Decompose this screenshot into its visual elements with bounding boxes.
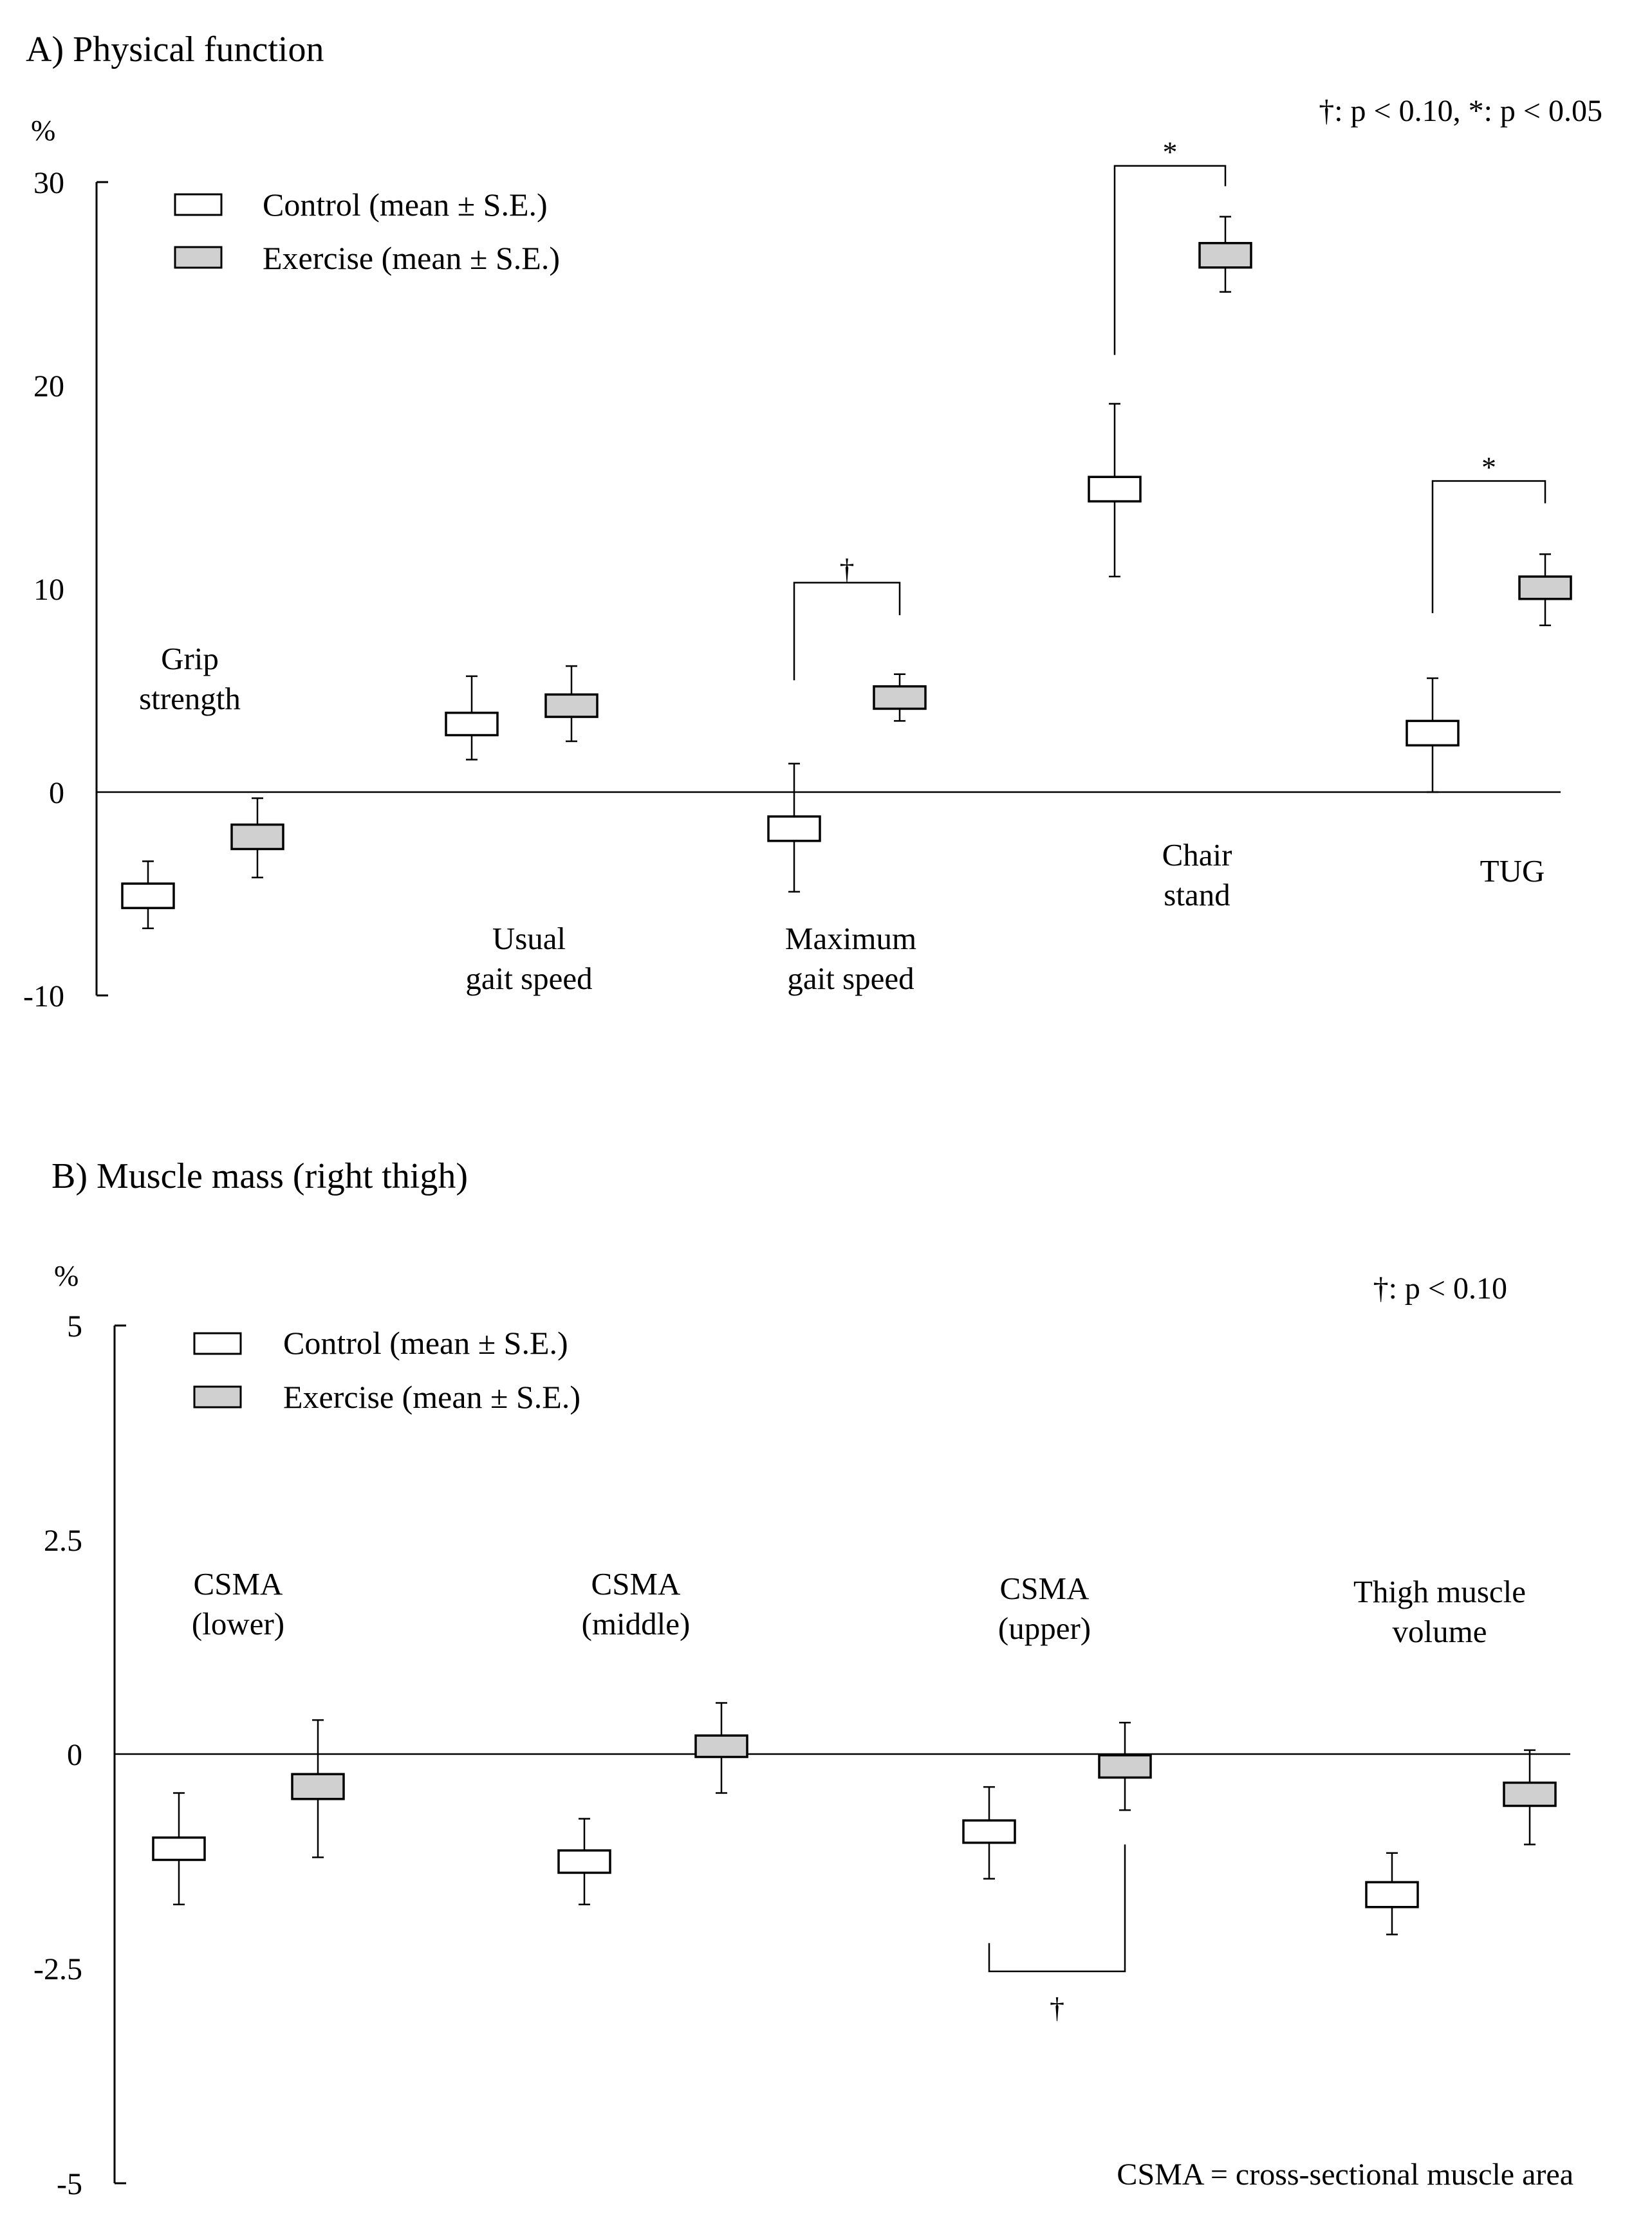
mean-box (873, 685, 927, 710)
panel-b-title: B) Muscle mass (right thigh) (51, 1156, 468, 1196)
bracket-line (1431, 480, 1546, 613)
mean-box (152, 1836, 206, 1862)
control-box-3 (1088, 403, 1142, 578)
y-tick-label: -10 (23, 979, 64, 1013)
panel-b-y-unit: % (54, 1259, 79, 1292)
panel-b-significance-note: †: p < 0.10 (1373, 1271, 1507, 1306)
mean-box (1503, 1781, 1557, 1807)
significance-bracket: † (793, 552, 901, 681)
panel-b-legend: Control (mean ± S.E.) Exercise (mean ± S… (193, 1325, 580, 1415)
exercise-box-4 (1518, 553, 1572, 627)
control-box-2 (962, 1786, 1016, 1880)
y-tick-label: 30 (33, 166, 64, 200)
y-tick-label: 20 (33, 369, 64, 403)
exercise-box-3 (1198, 216, 1252, 293)
significance-marker: * (1481, 450, 1496, 483)
csma-definition-note: CSMA = cross-sectional muscle area (1117, 2158, 1573, 2192)
panel-a: A) Physical function % †: p < 0.10, *: p… (23, 30, 1602, 1013)
y-tick-label: 2.5 (44, 1524, 82, 1558)
legend-swatch-control (193, 1332, 242, 1355)
y-tick-label: 10 (33, 573, 64, 607)
exercise-box-3 (1503, 1749, 1557, 1845)
control-box-1 (445, 675, 499, 761)
category-label: TUG (1480, 853, 1545, 889)
mean-box (1098, 1754, 1152, 1779)
significance-bracket: * (1113, 136, 1227, 355)
panel-b-category-labels: CSMA(lower) CSMA(middle) CSMA(upper) Thigh … (192, 1566, 1526, 1649)
exercise-box-0 (230, 797, 284, 878)
category-label: CSMA(middle) (582, 1566, 691, 1641)
bracket-line (988, 1844, 1126, 1972)
mean-box (1518, 575, 1572, 600)
panel-b-y-axis: 5 2.5 0 -2.5 -5 (33, 1309, 126, 2201)
control-box-1 (557, 1818, 611, 1906)
bracket-line (793, 582, 901, 681)
mean-box (767, 815, 821, 842)
exercise-box-2 (873, 673, 927, 722)
panel-a-significance: † * * (793, 136, 1546, 681)
panel-a-y-unit: % (31, 114, 55, 147)
panel-a-significance-note: †: p < 0.10, *: p < 0.05 (1319, 94, 1602, 128)
control-box-4 (1406, 677, 1460, 793)
exercise-box-2 (1098, 1721, 1152, 1811)
control-box-0 (121, 860, 175, 929)
mean-box (230, 823, 284, 851)
panel-b-significance: † (988, 1844, 1126, 2024)
mean-box (291, 1773, 345, 1800)
panel-b: B) Muscle mass (right thigh) % †: p < 0.… (33, 1156, 1573, 2201)
significance-marker: † (1050, 1992, 1064, 2024)
mean-box (557, 1849, 611, 1874)
legend-label-control: Control (mean ± S.E.) (263, 187, 548, 223)
significance-bracket: * (1431, 450, 1546, 613)
legend-swatch-exercise (174, 246, 223, 269)
exercise-box-1 (694, 1702, 748, 1794)
significance-bracket: † (988, 1844, 1126, 2024)
mean-box (544, 693, 599, 718)
legend-label-exercise: Exercise (mean ± S.E.) (263, 240, 560, 276)
panel-a-title: A) Physical function (26, 30, 324, 69)
y-tick-label: -2.5 (33, 1952, 82, 1986)
control-box-2 (767, 762, 821, 893)
legend-swatch-exercise (193, 1385, 242, 1409)
y-tick-label: 0 (67, 1738, 82, 1772)
mean-box (1406, 719, 1460, 747)
y-tick-label: -5 (57, 2167, 82, 2201)
significance-marker: * (1163, 136, 1178, 169)
panel-a-marks (121, 216, 1572, 929)
mean-box (445, 712, 499, 737)
mean-box (694, 1734, 748, 1759)
y-tick-label: 0 (49, 776, 64, 810)
bracket-line (1113, 165, 1227, 355)
mean-box (1198, 242, 1252, 269)
significance-marker: † (840, 552, 855, 585)
legend-label-exercise: Exercise (mean ± S.E.) (283, 1379, 580, 1415)
panel-a-y-axis: 30 20 10 0 -10 (23, 166, 108, 1013)
category-label: CSMA(lower) (192, 1566, 284, 1641)
exercise-box-1 (544, 665, 599, 743)
mean-box (1365, 1881, 1419, 1908)
category-label: CSMA(upper) (998, 1571, 1091, 1646)
panel-b-marks (152, 1702, 1557, 1936)
legend-label-control: Control (mean ± S.E.) (283, 1325, 568, 1361)
panel-a-legend: Control (mean ± S.E.) Exercise (mean ± S… (174, 187, 560, 276)
control-box-3 (1365, 1852, 1419, 1936)
legend-swatch-control (174, 193, 223, 216)
y-tick-label: 5 (67, 1309, 82, 1344)
mean-box (121, 882, 175, 909)
exercise-box-0 (291, 1719, 345, 1858)
mean-box (1088, 476, 1142, 503)
mean-box (962, 1819, 1016, 1844)
control-box-0 (152, 1792, 206, 1906)
